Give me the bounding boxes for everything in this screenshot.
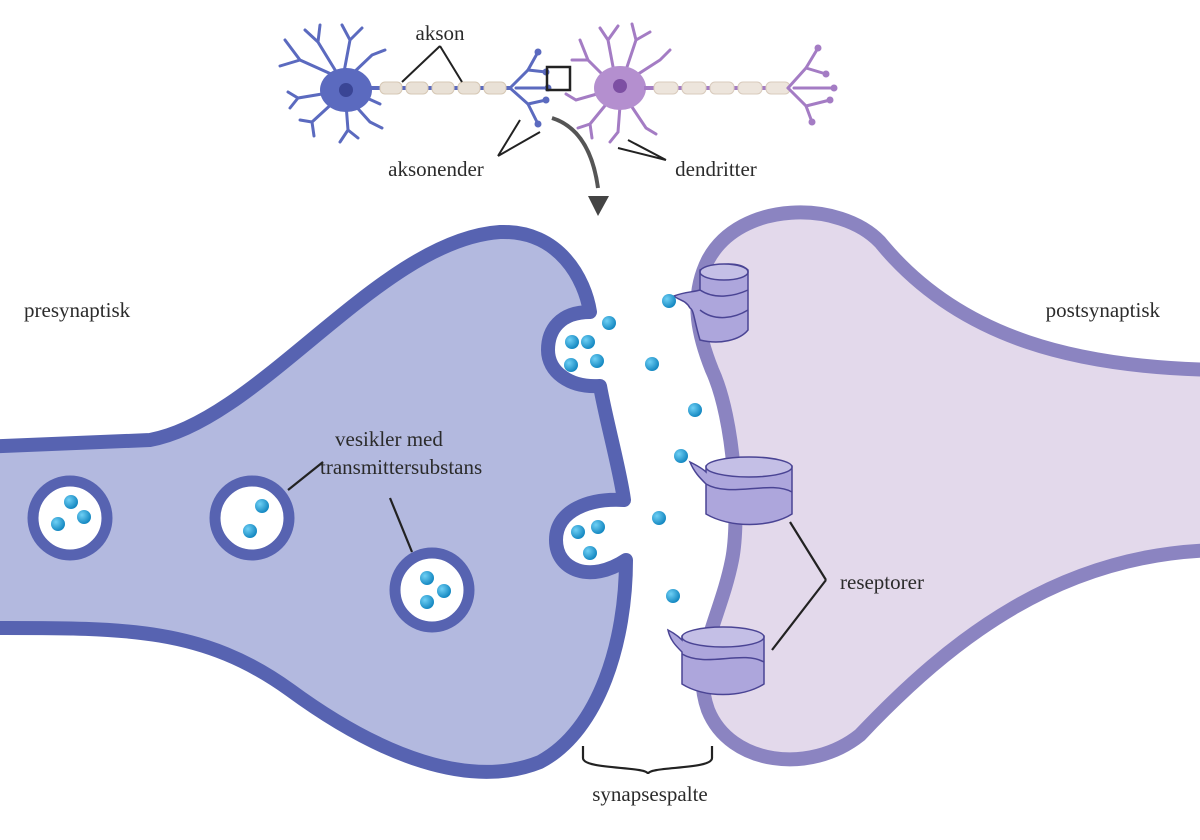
label-axon: akson [416, 21, 465, 45]
label-vesicles-line2: transmittersubstans [320, 455, 482, 479]
label-dendrites: dendritter [675, 157, 757, 181]
vesicle-3 [389, 547, 475, 633]
label-vesicles-line1: vesikler med [335, 427, 443, 451]
myelin-sheaths [379, 81, 507, 95]
presynaptic-terminal [0, 224, 633, 779]
vesicle-2 [209, 475, 295, 561]
receptor-3 [666, 626, 765, 696]
label-presynaptic: presynaptisk [24, 298, 131, 322]
terminal-buttons-2 [808, 44, 838, 126]
vesicle-1 [27, 475, 113, 561]
zoom-box [545, 65, 572, 92]
zoom-arrow [551, 116, 600, 189]
presynaptic-neuron [278, 23, 387, 144]
label-postsynaptic: postsynaptisk [1046, 298, 1161, 322]
label-synaptic-cleft: synapsespalte [592, 782, 707, 806]
receptor-1 [672, 263, 749, 343]
label-receptors: reseptorer [840, 570, 924, 594]
receptor-2 [688, 456, 793, 526]
neuron-overview [278, 22, 838, 216]
axon-terminal-branches [508, 50, 550, 126]
zoom-arrow-head [588, 196, 609, 216]
label-axon-terminals: aksonender [388, 157, 484, 181]
axon-terminals-2 [786, 46, 836, 124]
nucleus-2 [613, 79, 627, 93]
nucleus-1 [339, 83, 353, 97]
leader-lines-top [401, 45, 667, 161]
myelin-sheaths-2 [653, 81, 791, 95]
leader-lines-main [287, 461, 827, 776]
neurotransmitters [51, 294, 702, 609]
